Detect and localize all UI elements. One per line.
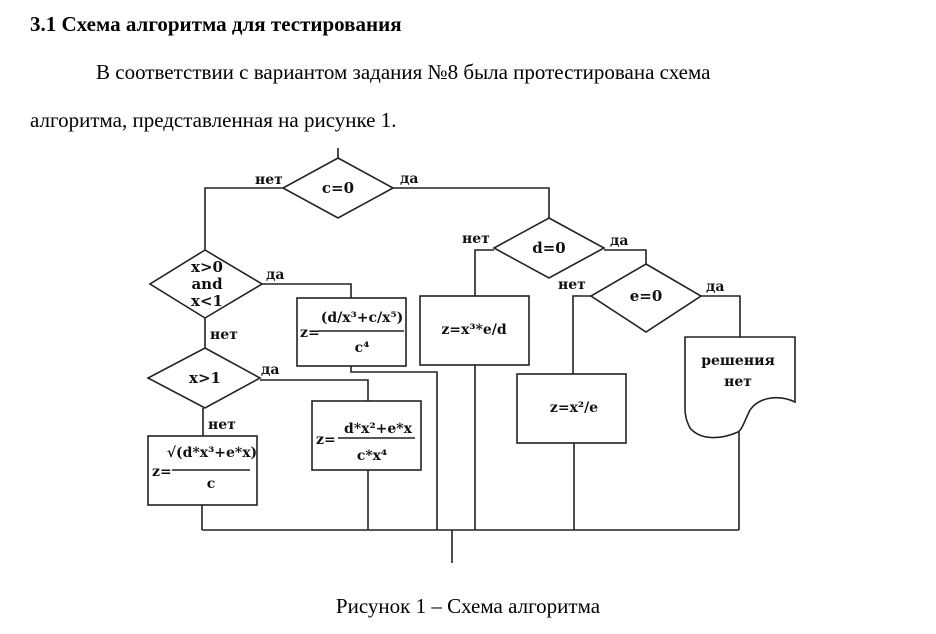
c0-yes-label: да xyxy=(400,171,418,187)
x-range-yes-connector xyxy=(262,283,352,298)
x-range-no-label: нет xyxy=(210,327,238,343)
decision-c0-label: c=0 xyxy=(322,179,354,197)
f4-numerator: √(d*x³+e*x) xyxy=(167,445,257,461)
c0-yes-connector xyxy=(393,187,550,218)
decision-d0 xyxy=(492,217,606,279)
x-range-line3: x<1 xyxy=(191,292,223,310)
f4-denominator: c xyxy=(207,476,216,492)
d0-no-connector xyxy=(474,249,494,296)
f3-numerator: d*x²+e*x xyxy=(344,421,413,437)
process-f5 xyxy=(516,373,627,444)
x-range-line1: x>0 xyxy=(191,258,223,276)
f1-lhs: z= xyxy=(300,325,320,341)
e0-no-connector xyxy=(572,295,591,374)
decision-e0-label: e=0 xyxy=(630,287,663,305)
f4-lhs: z= xyxy=(152,464,172,480)
d0-yes-label: да xyxy=(610,233,628,249)
decision-x-gt1 xyxy=(146,347,262,409)
f5-text: z=x²/e xyxy=(550,400,598,416)
document-line2: нет xyxy=(724,374,752,390)
e0-no-label: нет xyxy=(558,277,586,293)
figure-caption: Рисунок 1 – Схема алгоритма xyxy=(335,594,601,618)
f2-text: z=x³*e/d xyxy=(441,322,507,338)
x-gt1-yes-label: да xyxy=(261,362,279,378)
x-gt1-yes-connector xyxy=(260,379,369,401)
document-line1: решения xyxy=(701,353,775,369)
c0-no-connector xyxy=(204,187,283,250)
f1-denominator: c⁴ xyxy=(355,340,370,356)
e0-yes-label: да xyxy=(706,279,724,295)
x-range-yes-label: да xyxy=(266,267,284,283)
document-no-solution xyxy=(684,336,796,439)
f3-lhs: z= xyxy=(316,432,336,448)
process-f3 xyxy=(311,400,422,471)
c0-no-label: нет xyxy=(255,172,283,188)
f3-denominator: c*x⁴ xyxy=(357,448,387,464)
paragraph-line-1: В соответствии с вариантом задания №8 бы… xyxy=(96,60,711,84)
decision-x-gt1-label: x>1 xyxy=(189,369,221,387)
f1-numerator: (d/x³+c/x⁵) xyxy=(321,310,403,326)
e0-yes-connector xyxy=(701,295,741,337)
d0-no-label: нет xyxy=(462,231,490,247)
x-range-line2: and xyxy=(191,275,223,293)
f1-out-connector xyxy=(350,366,438,530)
decision-e0 xyxy=(589,263,703,333)
paragraph-line-2: алгоритма, представленная на рисунке 1. xyxy=(30,108,397,132)
d0-yes-connector xyxy=(604,249,647,264)
decision-d0-label: d=0 xyxy=(532,239,566,257)
decision-c0 xyxy=(281,157,395,219)
section-heading: 3.1 Схема алгоритма для тестирования xyxy=(30,12,402,36)
x-gt1-no-label: нет xyxy=(208,417,236,433)
